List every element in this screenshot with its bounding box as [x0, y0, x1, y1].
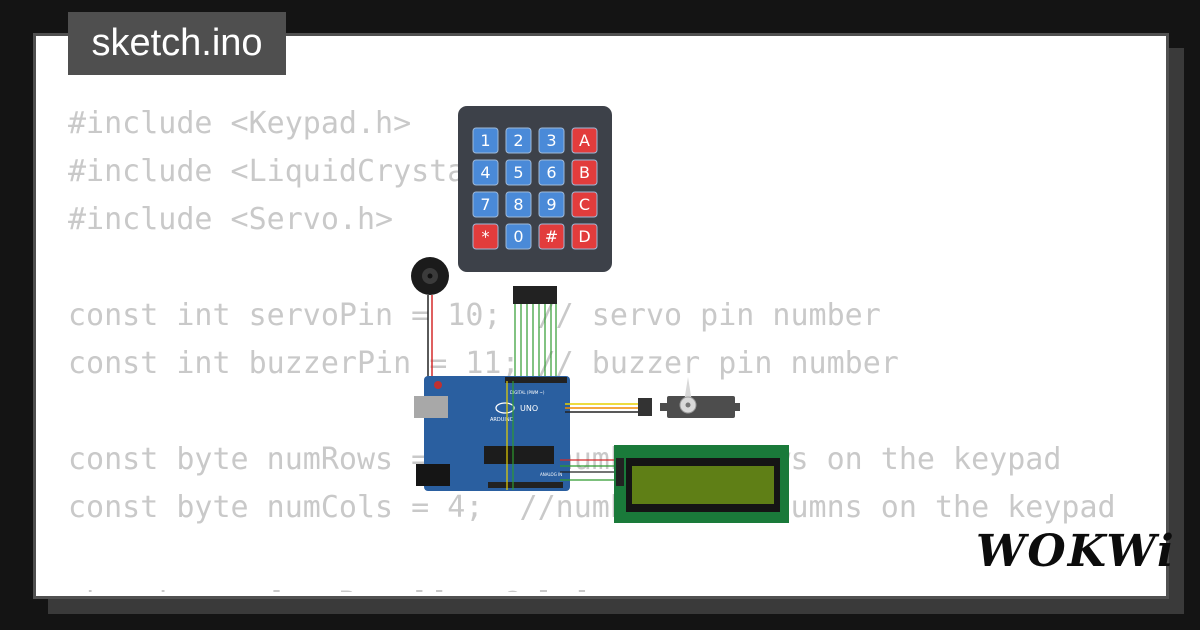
keypad-key-8[interactable]: 8 — [505, 191, 532, 218]
keypad-key-3[interactable]: 3 — [538, 127, 565, 154]
code-line: char keymap[numRows][numCols] = — [68, 580, 1132, 592]
keypad-key-label: 8 — [513, 195, 523, 214]
servo-motor[interactable] — [638, 377, 740, 418]
keypad-connector — [513, 286, 557, 304]
keypad-key-label: 7 — [480, 195, 490, 214]
analog-header-label: ANALOG IN — [540, 472, 562, 477]
keypad-key-C[interactable]: C — [571, 191, 598, 218]
keypad-key-B[interactable]: B — [571, 159, 598, 186]
code-line: const int servoPin = 10; // servo pin nu… — [68, 298, 881, 333]
keypad-key-5[interactable]: 5 — [505, 159, 532, 186]
lcd-16x2[interactable] — [614, 445, 789, 523]
keypad-key-4[interactable]: 4 — [472, 159, 499, 186]
keypad-4x4[interactable]: 1 2 3 A 4 5 6 B 7 8 9 C * 0 # D — [458, 106, 612, 272]
keypad-key-star[interactable]: * — [472, 223, 499, 250]
keypad-key-label: D — [578, 227, 590, 246]
keypad-key-2[interactable]: 2 — [505, 127, 532, 154]
code-line: const byte numCols = 4; //number of colu… — [68, 490, 1116, 525]
code-line: const int buzzerPin = 11; // buzzer pin … — [68, 346, 899, 381]
file-title-tab[interactable]: sketch.ino — [68, 12, 286, 75]
keypad-key-label: C — [579, 195, 590, 214]
buzzer[interactable] — [411, 257, 449, 385]
code-listing: #include <Keypad.h>#include <LiquidCryst… — [68, 100, 1132, 592]
keypad-key-hash[interactable]: # — [538, 223, 565, 250]
keypad-key-0[interactable]: 0 — [505, 223, 532, 250]
keypad-key-label: A — [579, 131, 590, 150]
arduino-maker-label: ARDUINO — [490, 417, 514, 423]
keypad-key-7[interactable]: 7 — [472, 191, 499, 218]
arduino-brand-label: UNO — [520, 404, 538, 413]
keypad-key-9[interactable]: 9 — [538, 191, 565, 218]
servo-wires — [565, 403, 640, 413]
code-line: #include <Keypad.h> — [68, 106, 412, 141]
keypad-key-label: 9 — [546, 195, 556, 214]
keypad-wires — [514, 304, 557, 380]
keypad-key-label: 1 — [480, 131, 490, 150]
keypad-key-label: # — [545, 227, 558, 246]
keypad-key-label: 4 — [480, 163, 490, 182]
keypad-key-label: * — [482, 227, 490, 246]
board-wires — [506, 381, 514, 490]
keypad-key-label: 3 — [546, 131, 556, 150]
keypad-key-6[interactable]: 6 — [538, 159, 565, 186]
keypad-key-label: 2 — [513, 131, 523, 150]
keypad-key-1[interactable]: 1 — [472, 127, 499, 154]
wokwi-logo: WOKWi — [976, 526, 1176, 577]
keypad-key-label: 6 — [546, 163, 556, 182]
code-line: #include <Servo.h> — [68, 202, 394, 237]
keypad-key-D[interactable]: D — [571, 223, 598, 250]
keypad-key-A[interactable]: A — [571, 127, 598, 154]
digital-header-label: DIGITAL (PWM ~) — [510, 390, 545, 395]
keypad-key-label: 5 — [513, 163, 523, 182]
keypad-key-label: 0 — [513, 227, 523, 246]
keypad-key-label: B — [579, 163, 590, 182]
arduino-uno-board[interactable]: UNO ARDUINO DIGITAL (PWM ~) ANALOG IN — [414, 376, 570, 491]
